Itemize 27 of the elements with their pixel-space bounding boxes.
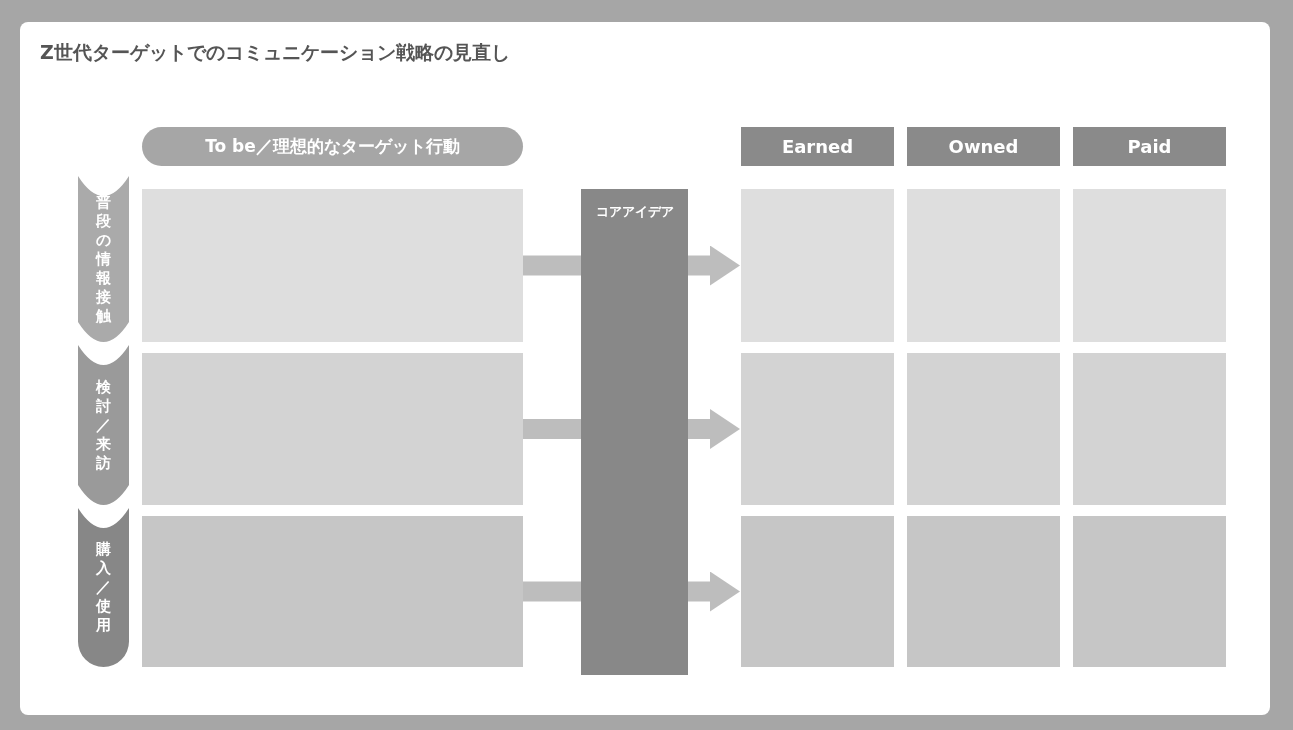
content-box (907, 353, 1060, 505)
column-header: Paid (1073, 127, 1226, 166)
column-header: To be／理想的なターゲット行動 (142, 127, 523, 166)
core-idea-bar: コアアイデア (581, 189, 688, 675)
title: Z世代ターゲットでのコミュニケーション戦略の見直し (40, 40, 510, 65)
content-box (907, 516, 1060, 667)
stage-tab: 検討／来訪 (78, 345, 129, 505)
content-box (741, 189, 894, 342)
arrow (688, 571, 740, 612)
content-box (1073, 189, 1226, 342)
content-box (1073, 353, 1226, 505)
connector-bar (523, 255, 581, 276)
content-box (1073, 516, 1226, 667)
connector-bar (523, 581, 581, 602)
content-box (907, 189, 1060, 342)
arrow (688, 409, 740, 449)
content-box (741, 516, 894, 667)
content-box (142, 516, 523, 667)
content-box (142, 353, 523, 505)
stage-tab: 普段の情報接触 (78, 176, 129, 342)
connector-bar (523, 419, 581, 439)
column-header: Owned (907, 127, 1060, 166)
stage-tab: 購入／使用 (78, 508, 129, 667)
content-box (142, 189, 523, 342)
arrow (688, 245, 740, 286)
content-box (741, 353, 894, 505)
column-header: Earned (741, 127, 894, 166)
